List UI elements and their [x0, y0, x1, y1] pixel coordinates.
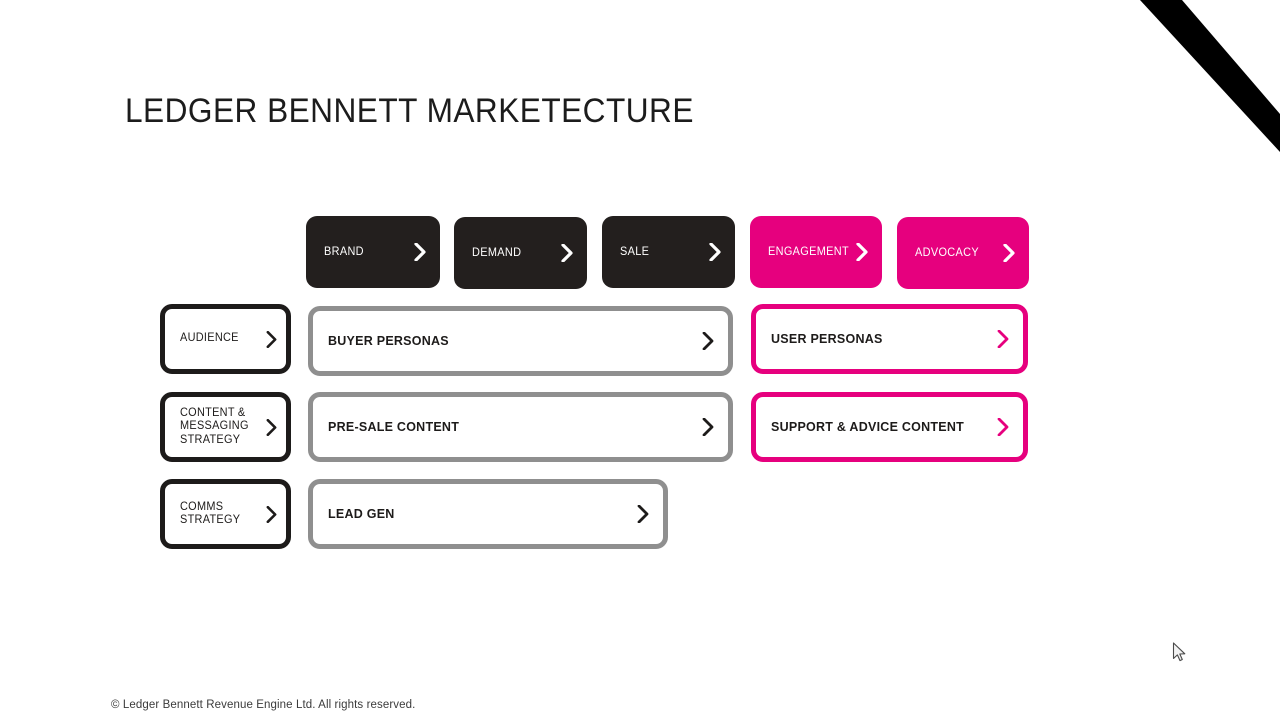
card-label: PRE-SALE CONTENT [328, 420, 460, 434]
row-label-text: CONTENT & MESSAGING STRATEGY [180, 406, 249, 446]
chevron-right-icon [709, 243, 721, 261]
stage-button-engagement[interactable]: ENGAGEMENT [750, 216, 882, 288]
row-label-text: COMMS STRATEGY [180, 500, 241, 527]
copyright-footer: © Ledger Bennett Revenue Engine Ltd. All… [111, 699, 416, 711]
card-pre-sale-content[interactable]: PRE-SALE CONTENT [308, 392, 733, 462]
card-user-personas[interactable]: USER PERSONAS [751, 304, 1028, 374]
row-label-text: AUDIENCE [180, 332, 239, 345]
chevron-right-icon [266, 330, 277, 348]
stage-button-advocacy[interactable]: ADVOCACY [897, 217, 1029, 289]
chevron-right-icon [702, 332, 714, 350]
page-title: LEDGER BENNETT MARKETECTURE [125, 92, 694, 130]
chevron-right-icon [1003, 244, 1015, 262]
card-label: SUPPORT & ADVICE CONTENT [771, 420, 965, 434]
chevron-right-icon [856, 243, 868, 261]
chevron-right-icon [637, 505, 649, 523]
card-label: USER PERSONAS [771, 332, 883, 346]
stage-button-brand[interactable]: BRAND [306, 216, 440, 288]
card-support-advice-content[interactable]: SUPPORT & ADVICE CONTENT [751, 392, 1028, 462]
stage-button-demand[interactable]: DEMAND [454, 217, 587, 289]
chevron-right-icon [997, 330, 1009, 348]
stage-label: ENGAGEMENT [768, 246, 850, 258]
chevron-right-icon [702, 418, 714, 436]
stage-label: DEMAND [472, 247, 522, 259]
chevron-right-icon [414, 243, 426, 261]
stage-button-sale[interactable]: SALE [602, 216, 735, 288]
row-label-content-messaging-strategy[interactable]: CONTENT & MESSAGING STRATEGY [160, 392, 291, 462]
chevron-right-icon [997, 418, 1009, 436]
chevron-right-icon [266, 505, 277, 523]
row-label-comms-strategy[interactable]: COMMS STRATEGY [160, 479, 291, 549]
stage-label: BRAND [324, 246, 364, 258]
card-label: BUYER PERSONAS [328, 334, 449, 348]
chevron-right-icon [266, 418, 277, 436]
stage-label: ADVOCACY [915, 247, 979, 259]
row-label-audience[interactable]: AUDIENCE [160, 304, 291, 374]
card-buyer-personas[interactable]: BUYER PERSONAS [308, 306, 733, 376]
card-lead-gen[interactable]: LEAD GEN [308, 479, 668, 549]
card-label: LEAD GEN [328, 507, 395, 521]
chevron-right-icon [561, 244, 573, 262]
stage-label: SALE [620, 246, 650, 258]
